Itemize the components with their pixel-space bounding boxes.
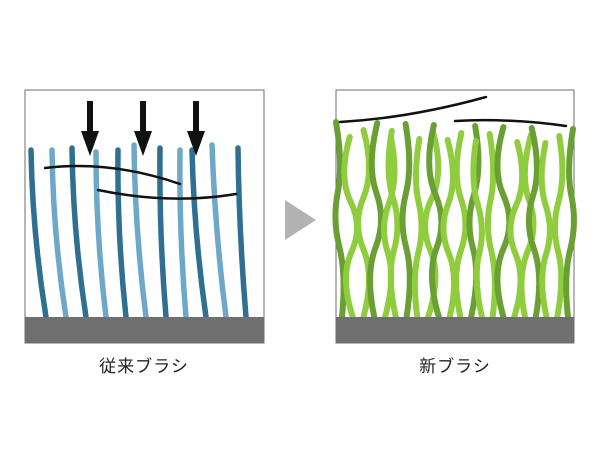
bristle-group bbox=[332, 119, 577, 320]
bristle bbox=[551, 133, 566, 320]
bristle bbox=[28, 147, 49, 320]
arrow-head bbox=[81, 131, 99, 156]
conventional-brush-panel bbox=[24, 89, 265, 344]
lint-thread bbox=[453, 118, 568, 128]
bristle-group bbox=[28, 142, 249, 320]
bristle bbox=[131, 142, 149, 320]
play-triangle-icon bbox=[285, 200, 316, 240]
bristle bbox=[563, 126, 577, 320]
bristle bbox=[235, 145, 249, 320]
down-arrow-icon bbox=[81, 101, 99, 156]
lint-thread bbox=[43, 164, 182, 186]
arrow-shaft bbox=[140, 101, 146, 134]
arrow-shaft bbox=[193, 101, 199, 134]
arrow-head bbox=[134, 131, 152, 156]
new-brush-panel bbox=[332, 89, 577, 344]
lint-thread bbox=[96, 188, 238, 200]
bristle bbox=[209, 142, 229, 320]
bristle bbox=[453, 130, 469, 320]
brush-base bbox=[25, 317, 264, 343]
bristle bbox=[411, 136, 425, 320]
conventional-brush-label: 従来ブラシ bbox=[99, 357, 189, 377]
down-arrow-icon bbox=[187, 101, 205, 156]
bristle bbox=[49, 147, 69, 320]
bristle bbox=[538, 140, 553, 320]
bristle bbox=[422, 129, 442, 320]
bristle bbox=[525, 125, 543, 320]
down-arrow-icon bbox=[134, 101, 152, 156]
bristle bbox=[157, 145, 169, 320]
bristle bbox=[518, 132, 537, 320]
new-brush-label: 新ブラシ bbox=[419, 357, 491, 377]
bristle bbox=[399, 121, 413, 320]
bristle bbox=[367, 120, 385, 320]
bristle bbox=[189, 147, 209, 320]
thread-group bbox=[338, 95, 568, 128]
bristle bbox=[385, 128, 401, 320]
bristle bbox=[93, 149, 109, 320]
lint-thread bbox=[338, 95, 488, 124]
bristle bbox=[470, 138, 485, 320]
bristle bbox=[69, 145, 89, 320]
pressure-arrows bbox=[81, 101, 205, 156]
thread-group bbox=[43, 164, 238, 200]
arrow-shaft bbox=[87, 101, 93, 134]
arrow-head bbox=[187, 131, 205, 156]
brush-base bbox=[336, 317, 574, 343]
bristle bbox=[177, 147, 189, 320]
